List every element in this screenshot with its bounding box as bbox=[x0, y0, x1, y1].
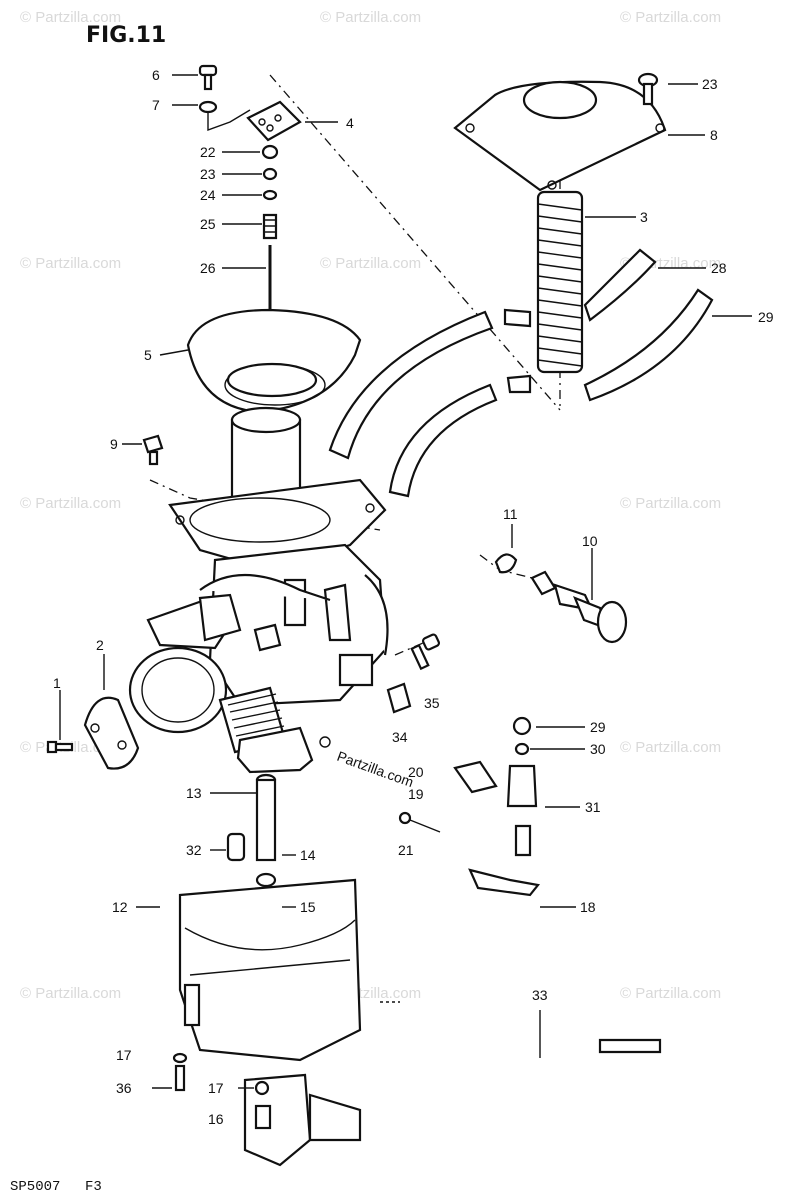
callout-21: 21 bbox=[398, 842, 414, 858]
callout-28: 26 bbox=[200, 260, 216, 276]
plug-part-32 bbox=[226, 832, 246, 862]
washer-part-7 bbox=[198, 100, 251, 131]
callout-9: 9 bbox=[110, 436, 118, 452]
callout-6: 6 bbox=[152, 67, 160, 83]
callout-7: 7 bbox=[152, 97, 160, 113]
callout-20: 20 bbox=[408, 764, 424, 780]
screw-part-21 bbox=[398, 811, 441, 833]
callout-labels: 6 7 4 22 23 24 25 26 5 9 23 8 3 28 29 11… bbox=[53, 67, 774, 1127]
tube-part-13 bbox=[255, 773, 277, 862]
callout-35: 35 bbox=[424, 695, 440, 711]
callout-23: 23 bbox=[702, 76, 718, 92]
clip-part-11 bbox=[494, 553, 518, 574]
callout-2: 2 bbox=[96, 637, 104, 653]
top-cover-part-8 bbox=[453, 80, 667, 192]
watermark: © Partzilla.com bbox=[20, 985, 121, 1002]
jet-part-14 bbox=[255, 872, 277, 888]
callout-19: 19 bbox=[408, 786, 424, 802]
watermark: © Partzilla.com bbox=[620, 985, 721, 1002]
bolt-part-33 bbox=[539, 1010, 662, 1058]
figure-code: SP5007 bbox=[10, 1179, 60, 1195]
screw-part-9 bbox=[142, 434, 164, 466]
watermark: © Partzilla.com bbox=[20, 9, 121, 26]
callout-33: 33 bbox=[532, 987, 548, 1003]
callout-5: 5 bbox=[144, 347, 152, 363]
callout-25: 23 bbox=[200, 166, 216, 182]
float-bowl bbox=[178, 878, 362, 1167]
screw-part-6 bbox=[198, 64, 218, 91]
watermark: © Partzilla.com bbox=[320, 255, 421, 272]
callout-12: 12 bbox=[112, 899, 128, 915]
screw-part-16 bbox=[254, 1080, 272, 1130]
callout-34: 34 bbox=[392, 729, 408, 745]
leader-lines bbox=[59, 74, 752, 1089]
watermark: © Partzilla.com bbox=[20, 495, 121, 512]
callout-26: 24 bbox=[200, 187, 216, 203]
callout-22: 29 bbox=[758, 309, 774, 325]
hose-part-22 bbox=[503, 248, 714, 402]
callout-30: 30 bbox=[590, 741, 606, 757]
callout-8: 8 bbox=[710, 127, 718, 143]
callout-36: 36 bbox=[116, 1080, 132, 1096]
callout-16: 16 bbox=[208, 1111, 224, 1127]
screw-part-35 bbox=[410, 633, 440, 671]
callout-18: 18 bbox=[580, 899, 596, 915]
watermark: © Partzilla.com bbox=[620, 9, 721, 26]
figure-page: F3 bbox=[85, 1179, 102, 1195]
callout-24: 22 bbox=[200, 144, 216, 160]
callout-13: 13 bbox=[186, 785, 202, 801]
cover-part-2 bbox=[83, 696, 140, 770]
float-stack bbox=[506, 716, 538, 857]
callout-4: 4 bbox=[346, 115, 354, 131]
callout-27: 25 bbox=[200, 216, 216, 232]
spring-part-3 bbox=[536, 190, 584, 374]
screw-part-23 bbox=[637, 72, 659, 106]
screw-part-1 bbox=[46, 740, 74, 754]
callout-11: 11 bbox=[503, 506, 518, 522]
callout-31: 31 bbox=[585, 799, 601, 815]
plate-part-4 bbox=[246, 100, 302, 142]
piston-slide bbox=[226, 362, 318, 507]
screw-part-36 bbox=[172, 1052, 188, 1092]
callout-32: 32 bbox=[186, 842, 202, 858]
watermark: © Partzilla.com bbox=[20, 255, 121, 272]
figure-title: FIG.11 bbox=[86, 23, 166, 48]
carburetor-body bbox=[128, 478, 389, 774]
callout-17: 17 bbox=[116, 1047, 132, 1063]
center-watermark-mark bbox=[319, 736, 331, 748]
watermark: © Partzilla.com bbox=[620, 495, 721, 512]
callout-22: 28 bbox=[711, 260, 727, 276]
bracket-part-18 bbox=[468, 868, 541, 897]
callout-10: 10 bbox=[582, 533, 598, 549]
callout-17: 17 bbox=[208, 1080, 224, 1096]
watermark: © Partzilla.com bbox=[620, 739, 721, 756]
spring-part-34 bbox=[386, 682, 412, 714]
callout-14: 14 bbox=[300, 847, 316, 863]
center-watermark: Partzilla.com bbox=[335, 748, 416, 790]
watermark: © Partzilla.com bbox=[320, 9, 421, 26]
callout-29: 29 bbox=[590, 719, 606, 735]
vent-tubes bbox=[328, 310, 498, 498]
callout-3: 3 bbox=[640, 209, 648, 225]
callout-15: 15 bbox=[300, 899, 316, 915]
plunger-part-10 bbox=[530, 570, 628, 644]
callout-1: 1 bbox=[53, 675, 61, 691]
bracket-part-20 bbox=[453, 760, 498, 794]
assembly-line bbox=[394, 639, 431, 656]
